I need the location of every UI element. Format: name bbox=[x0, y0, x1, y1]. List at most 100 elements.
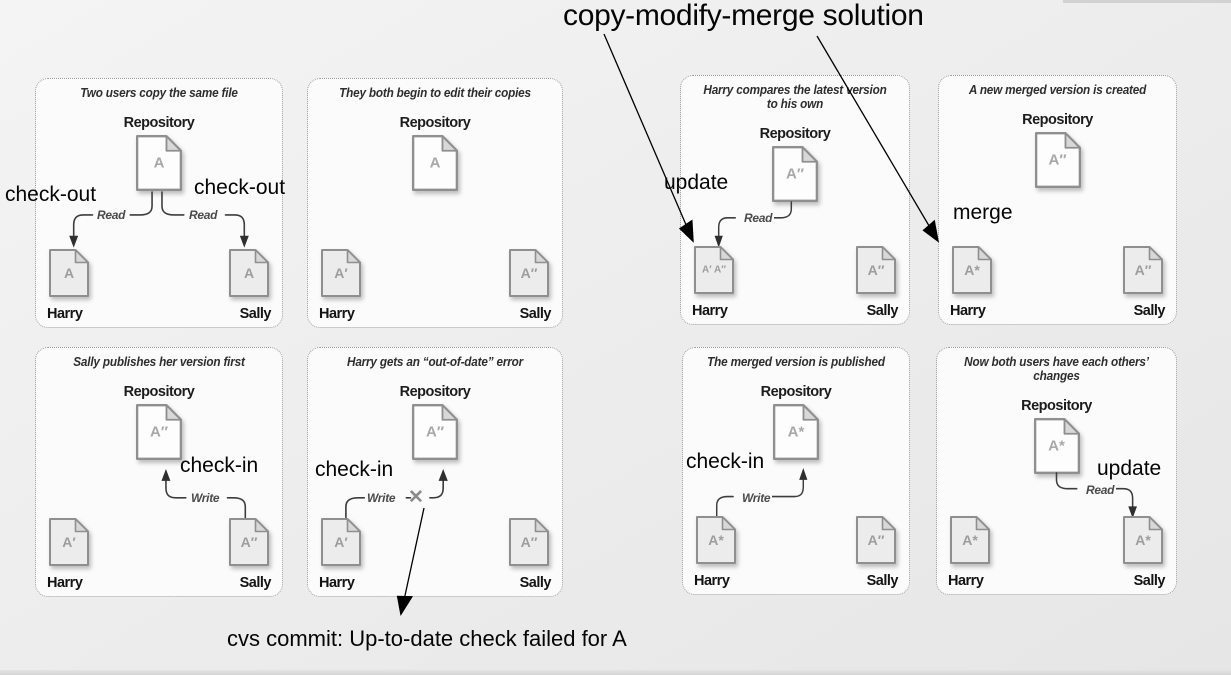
sally-label: Sally bbox=[1133, 573, 1166, 589]
repository-file-icon: A″ bbox=[1034, 132, 1081, 188]
file-letter: A′ A″ bbox=[701, 264, 727, 276]
panel-two-users-copy-same-file: Two users copy the same file Repository … bbox=[35, 78, 283, 328]
document-page-icon bbox=[509, 518, 549, 566]
sally-label: Sally bbox=[866, 303, 899, 319]
repository-file-icon: A″ bbox=[772, 146, 818, 202]
file-letter: A* bbox=[964, 262, 980, 278]
repository-label: Repository bbox=[123, 384, 195, 400]
merge-label: merge bbox=[953, 201, 1013, 224]
sally-label: Sally bbox=[239, 575, 272, 591]
document-page-icon bbox=[856, 246, 896, 294]
sally-file-icon: A bbox=[229, 249, 269, 297]
panel-harry-out-of-date-error: Harry gets an “out-of-date” error Reposi… bbox=[307, 347, 563, 597]
read-arrow-label: Read bbox=[1084, 483, 1117, 497]
sally-file-icon: A″ bbox=[856, 246, 896, 294]
panel-title: Harry gets an “out-of-date” error bbox=[347, 355, 523, 369]
file-letter: A″ bbox=[520, 265, 538, 281]
sally-file-icon: A″ bbox=[229, 518, 269, 566]
document-page-icon bbox=[773, 404, 819, 460]
repository-file-icon: A* bbox=[1033, 418, 1080, 474]
repository-file-icon: A bbox=[136, 135, 182, 191]
document-page-icon bbox=[1034, 132, 1081, 188]
window-edge-bottom bbox=[0, 670, 1231, 675]
sally-file-icon: A″ bbox=[509, 249, 549, 297]
document-page-icon bbox=[412, 135, 458, 191]
read-arrow-label: Read bbox=[742, 211, 775, 225]
repository-label: Repository bbox=[1021, 398, 1092, 414]
panel-title: Sally publishes her version first bbox=[73, 355, 245, 369]
sally-label: Sally bbox=[866, 573, 899, 589]
document-page-icon bbox=[696, 516, 736, 564]
harry-file-icon: A′ A″ bbox=[694, 246, 734, 294]
blocked-x-icon: ✕ bbox=[408, 487, 424, 508]
sally-label: Sally bbox=[1133, 303, 1166, 319]
repository-file-icon: A* bbox=[773, 404, 819, 460]
slide-title: copy-modify-merge solution bbox=[563, 0, 924, 32]
harry-label: Harry bbox=[948, 573, 984, 589]
file-letter: A bbox=[243, 265, 255, 281]
document-page-icon bbox=[694, 246, 734, 294]
window-edge-top bbox=[1063, 0, 1231, 3]
document-page-icon bbox=[136, 404, 182, 460]
repository-label: Repository bbox=[123, 115, 195, 131]
checkout-right-label: check-out bbox=[194, 176, 286, 199]
document-page-icon bbox=[49, 518, 89, 566]
checkin-harry-label: check-in bbox=[315, 458, 394, 481]
sally-label: Sally bbox=[519, 575, 552, 591]
file-letter: A″ bbox=[867, 262, 885, 278]
sally-file-icon: A* bbox=[1123, 516, 1163, 564]
harry-file-icon: A* bbox=[950, 516, 990, 564]
panel-title: Two users copy the same file bbox=[80, 86, 238, 100]
panel-title: Now both users have each others’ changes bbox=[964, 355, 1149, 384]
harry-label: Harry bbox=[47, 306, 83, 322]
harry-file-icon: A′ bbox=[321, 249, 361, 297]
repository-label: Repository bbox=[759, 126, 831, 142]
document-page-icon bbox=[1123, 516, 1163, 564]
document-page-icon bbox=[856, 516, 896, 564]
panel-both-users-have-changes: Now both users have each others’ changes… bbox=[936, 347, 1177, 595]
file-letter: A″ bbox=[1048, 151, 1067, 169]
read-arrow-label: Read bbox=[187, 208, 220, 222]
file-letter: A′ bbox=[334, 265, 348, 281]
document-page-icon bbox=[412, 404, 458, 460]
repository-label: Repository bbox=[760, 384, 832, 400]
panel-sally-publishes-first: Sally publishes her version first Reposi… bbox=[35, 347, 283, 597]
file-letter: A* bbox=[1135, 532, 1151, 548]
file-letter: A* bbox=[787, 423, 805, 441]
file-letter: A″ bbox=[785, 165, 805, 183]
harry-file-icon: A bbox=[49, 249, 89, 297]
file-letter: A″ bbox=[240, 534, 258, 550]
document-page-icon bbox=[136, 135, 182, 191]
file-letter: A″ bbox=[520, 534, 538, 550]
panel-title: They both begin to edit their copies bbox=[339, 86, 531, 100]
harry-label: Harry bbox=[47, 575, 83, 591]
file-letter: A bbox=[153, 154, 165, 172]
harry-file-icon: A′ bbox=[49, 518, 89, 566]
file-letter: A″ bbox=[867, 532, 885, 548]
file-letter: A* bbox=[962, 532, 978, 548]
read-arrow-label: Read bbox=[95, 208, 128, 222]
sally-file-icon: A″ bbox=[509, 518, 549, 566]
file-letter: A″ bbox=[149, 423, 169, 441]
repository-file-icon: A″ bbox=[412, 404, 458, 460]
repository-label: Repository bbox=[399, 115, 471, 131]
panel-both-begin-editing: They both begin to edit their copies Rep… bbox=[307, 78, 563, 328]
document-page-icon bbox=[509, 249, 549, 297]
update-harry-label: update bbox=[664, 171, 729, 194]
sally-file-icon: A″ bbox=[856, 516, 896, 564]
document-page-icon bbox=[321, 249, 361, 297]
cvs-commit-note: cvs commit: Up-to-date check failed for … bbox=[227, 626, 627, 651]
document-page-icon bbox=[950, 516, 990, 564]
file-letter: A′ bbox=[334, 534, 348, 550]
harry-file-icon: A* bbox=[952, 246, 992, 294]
repository-label: Repository bbox=[1022, 112, 1093, 128]
harry-label: Harry bbox=[694, 573, 730, 589]
panel-new-merged-version: A new merged version is created Reposito… bbox=[938, 75, 1177, 325]
file-letter: A″ bbox=[425, 423, 445, 441]
harry-label: Harry bbox=[950, 303, 986, 319]
repository-file-icon: A bbox=[412, 135, 458, 191]
document-page-icon bbox=[321, 518, 361, 566]
document-page-icon bbox=[49, 249, 89, 297]
sally-label: Sally bbox=[239, 306, 272, 322]
harry-label: Harry bbox=[319, 575, 355, 591]
